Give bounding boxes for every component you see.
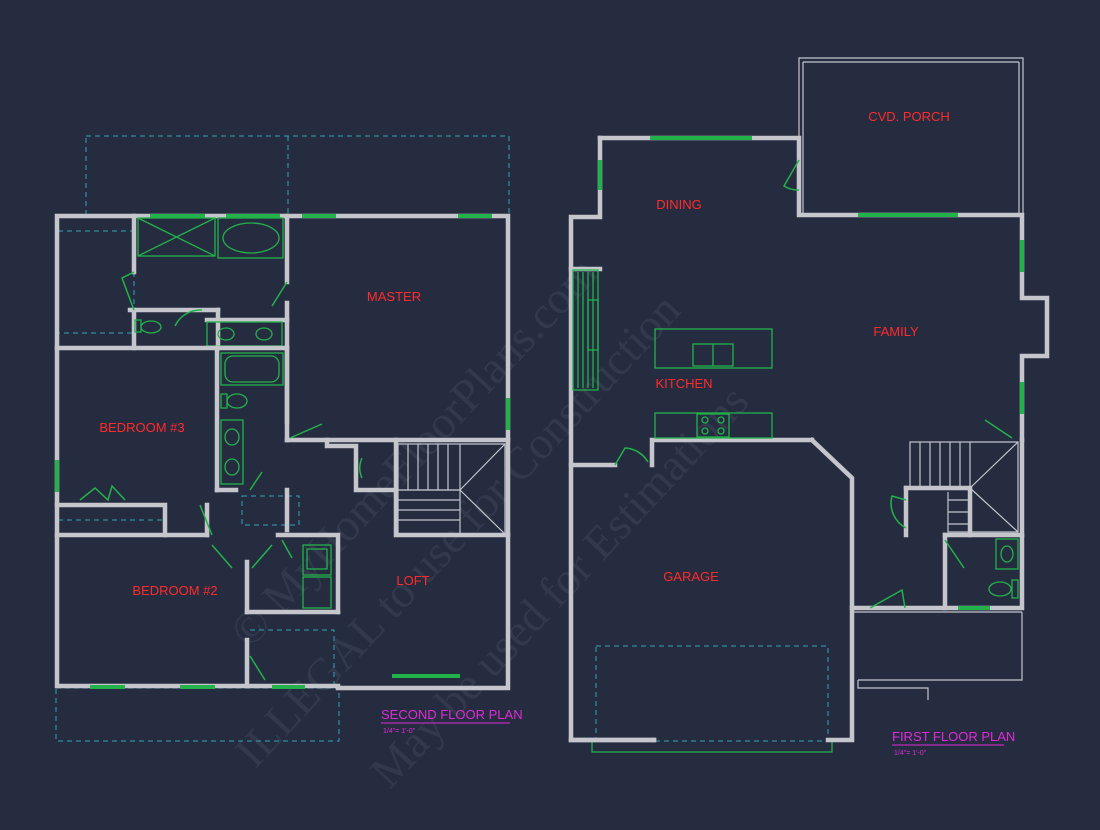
first-floor-exterior-walls-upper xyxy=(597,135,1050,443)
powder-toilet xyxy=(1011,579,1019,599)
hall-vanity xyxy=(220,419,244,485)
room-label-cvd-porch: CVD. PORCH xyxy=(868,109,950,124)
second-floor-plan-title: SECOND FLOOR PLAN xyxy=(381,707,523,722)
room-label-family: FAMILY xyxy=(873,324,919,339)
garage-door-outline xyxy=(595,645,829,742)
room-label-dining: DINING xyxy=(656,197,702,212)
roof-overhang-outline xyxy=(85,135,510,217)
first-floor-windows xyxy=(598,136,1024,610)
first-floor-doors xyxy=(614,159,1013,609)
first-floor-plan-title: FIRST FLOOR PLAN xyxy=(892,729,1015,744)
first-floor-plan: CVD. PORCH DINING FAMILY KITCHEN GARAGE … xyxy=(568,57,1050,757)
kitchen-island xyxy=(654,328,773,369)
second-floor-exterior-walls xyxy=(54,213,511,691)
covered-porch xyxy=(798,57,1024,215)
room-label-garage: GARAGE xyxy=(663,569,719,584)
kitchen-range-counter xyxy=(654,412,773,439)
first-floor-stairs xyxy=(903,441,1025,538)
room-label-loft: LOFT xyxy=(396,573,429,588)
first-floor-plan-scale: 1/4"= 1'-0" xyxy=(894,750,927,757)
front-overhang-outline xyxy=(55,687,340,742)
second-floor-doors xyxy=(79,271,363,681)
second-floor-plan-scale: 1/4"= 1'-0" xyxy=(383,728,416,735)
second-floor-stairs xyxy=(393,437,511,538)
hall-bathtub xyxy=(220,352,284,386)
dryer xyxy=(302,576,332,609)
garage-apron xyxy=(591,741,833,753)
room-label-bedroom-2: BEDROOM #2 xyxy=(132,583,217,598)
washer xyxy=(302,544,332,576)
second-floor-plan: MASTER BEDROOM #3 BEDROOM #2 LOFT SECOND… xyxy=(54,135,523,742)
powder-vanity xyxy=(995,538,1019,570)
second-floor-windows xyxy=(55,214,510,689)
room-label-kitchen: KITCHEN xyxy=(655,376,712,391)
room-label-bedroom-3: BEDROOM #3 xyxy=(99,420,184,435)
cooktop xyxy=(696,413,730,438)
room-label-master: MASTER xyxy=(367,289,421,304)
bathtub xyxy=(217,217,284,259)
